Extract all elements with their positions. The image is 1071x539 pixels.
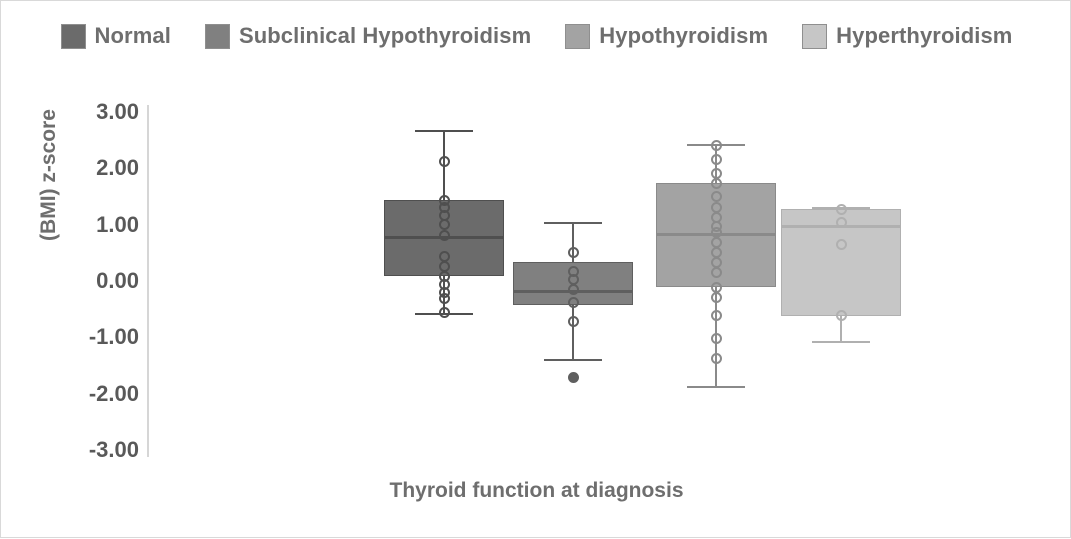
data-point (710, 190, 722, 202)
y-axis-line (147, 105, 149, 457)
lower-whisker-line (443, 276, 445, 313)
y-tick-label: -2.00 (88, 380, 139, 406)
data-point (835, 310, 847, 322)
median-line (513, 289, 633, 293)
box-rect (656, 183, 776, 288)
median-line (656, 232, 776, 236)
median-line (781, 225, 901, 229)
legend-item-label: Hypothyroidism (599, 23, 769, 48)
box-rect (781, 209, 901, 316)
data-point (710, 267, 722, 279)
upper-whisker-cap (687, 143, 745, 146)
box-rect (513, 262, 633, 306)
chart-legend: Normal Subclinical Hypothyroidism Hypothyr… (1, 23, 1071, 49)
upper-whisker-cap (812, 207, 870, 210)
legend-item-subclinical-hypothyroidism[interactable]: Subclinical Hypothyroidism (204, 23, 532, 49)
y-axis-tick-labels: 3.00 2.00 1.00 0.00 -1.00 -2.00 -3.00 (45, 1, 139, 539)
data-point (710, 332, 722, 344)
lower-whisker-cap (812, 341, 870, 344)
data-point (710, 212, 722, 224)
data-point (438, 194, 450, 206)
data-point (438, 250, 450, 262)
data-point (438, 210, 450, 222)
legend-swatch-icon (204, 23, 230, 49)
data-point (710, 247, 722, 259)
y-tick-label: 2.00 (96, 155, 139, 181)
box-rect (384, 200, 504, 277)
y-tick-label: 0.00 (96, 268, 139, 293)
lower-whisker-line (840, 315, 842, 342)
data-point (438, 201, 450, 213)
upper-whisker-line (572, 221, 574, 263)
legend-swatch-icon (565, 23, 591, 49)
data-point (710, 237, 722, 249)
legend-item-label: Subclinical Hypothyroidism (238, 23, 532, 48)
data-point (438, 260, 450, 272)
data-point (710, 281, 722, 293)
data-point (835, 239, 847, 251)
data-point (438, 230, 450, 242)
y-tick-label: 3.00 (96, 99, 139, 124)
data-point (438, 307, 450, 319)
data-point (567, 315, 579, 327)
data-point (438, 155, 450, 167)
data-point (710, 221, 722, 233)
upper-whisker-cap (544, 221, 602, 224)
lower-whisker-cap (415, 312, 473, 315)
upper-whisker-cap (415, 129, 473, 132)
data-point (567, 284, 579, 296)
legend-item-label: Normal (94, 23, 171, 48)
data-point (567, 296, 579, 308)
data-point (710, 140, 722, 152)
data-point (710, 154, 722, 166)
data-point (710, 227, 722, 239)
lower-whisker-line (715, 287, 717, 387)
data-point (567, 265, 579, 277)
legend-item-hypothyroidism[interactable]: Hypothyroidism (565, 23, 768, 49)
x-axis-title: Thyroid function at diagnosis (389, 479, 684, 502)
legend-swatch-icon (802, 23, 828, 49)
legend-item-normal[interactable]: Normal (60, 23, 171, 49)
data-point (567, 273, 579, 285)
y-tick-label: -1.00 (88, 324, 139, 350)
data-point (710, 257, 722, 269)
median-line (384, 235, 504, 239)
lower-whisker-line (572, 305, 574, 360)
lower-whisker-cap (544, 359, 602, 362)
legend-swatch-icon (60, 23, 86, 49)
data-point (438, 293, 450, 305)
data-point (567, 246, 579, 258)
data-point (835, 217, 847, 229)
legend-item-label: Hyperthyroidism (836, 23, 1013, 48)
data-point (438, 219, 450, 231)
upper-whisker-line (443, 129, 445, 201)
legend-item-hyperthyroidism[interactable]: Hyperthyroidism (802, 23, 1012, 49)
data-point (710, 167, 722, 179)
data-point (710, 202, 722, 214)
data-point (438, 270, 450, 282)
data-point (438, 279, 450, 291)
upper-whisker-line (840, 207, 842, 210)
upper-whisker-line (715, 143, 717, 184)
data-point (710, 291, 722, 303)
y-tick-label: 1.00 (96, 211, 139, 237)
outlier-point (567, 372, 579, 384)
data-point (710, 177, 722, 189)
lower-whisker-cap (687, 386, 745, 389)
data-point (710, 310, 722, 322)
y-tick-label: -3.00 (88, 437, 139, 462)
data-point (835, 203, 847, 215)
data-point (438, 286, 450, 298)
data-point (710, 352, 722, 364)
